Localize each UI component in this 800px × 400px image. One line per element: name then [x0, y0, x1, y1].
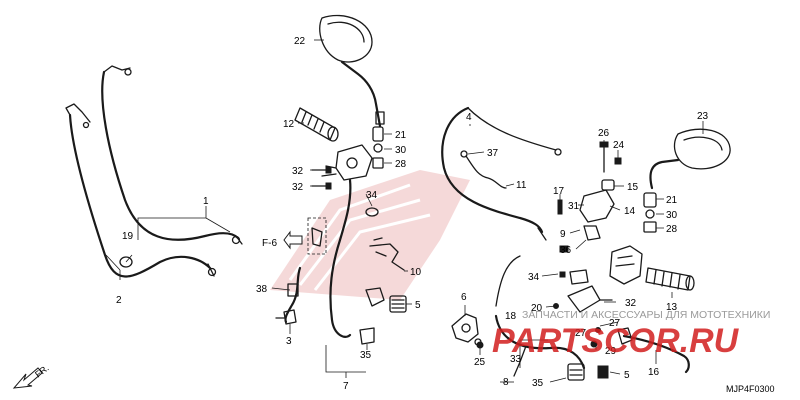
callout-28: 28	[395, 159, 407, 170]
callout-20: 20	[531, 303, 543, 314]
callout-21: 21	[395, 130, 407, 141]
wing-emblem-icon	[270, 170, 470, 300]
watermark-text: ЗАПЧАСТИ И АКСЕССУАРЫ ДЛЯ МОТОТЕХНИКИ	[522, 309, 770, 321]
left-switch-housing-icon	[321, 144, 373, 338]
right-grip-icon	[645, 267, 695, 291]
f6-component-icon	[283, 217, 327, 255]
diagram-code: MJP4F0300	[726, 384, 775, 394]
brake-lever-icon	[617, 327, 690, 374]
callout-6: 6	[461, 292, 467, 303]
callout-18: 18	[505, 311, 517, 322]
fastener-stack-right	[643, 192, 657, 233]
callout-28: 28	[666, 224, 678, 235]
callout-26: 26	[598, 128, 610, 139]
callout-16: 16	[648, 367, 660, 378]
page-ref: F-6	[262, 238, 277, 249]
callout-35: 35	[360, 350, 372, 361]
callout-labels: 22 12 21 30 28 32 32 34 F-6 10 38 3 5 35…	[116, 36, 709, 392]
watermark: ЗАПЧАСТИ И АКСЕССУАРЫ ДЛЯ МОТОТЕХНИКИ PA…	[492, 309, 770, 360]
callout-36: 36	[560, 245, 572, 256]
clutch-switch-icon	[275, 266, 302, 325]
callout-21: 21	[666, 195, 678, 206]
fastener-stack-left	[372, 126, 384, 169]
callout-5: 5	[415, 300, 421, 311]
callout-23: 23	[697, 111, 709, 122]
callout-1: 1	[203, 196, 209, 207]
right-switch-assembly-icon	[579, 179, 615, 241]
callout-7: 7	[343, 381, 349, 392]
callout-27: 27	[575, 328, 587, 339]
callout-33: 33	[510, 354, 522, 365]
ring-icon	[365, 207, 379, 217]
callout-32: 32	[625, 298, 637, 309]
mirror-left-icon	[319, 14, 385, 128]
callout-34: 34	[366, 190, 378, 201]
small-fastener-icons	[476, 199, 609, 379]
lever-holder-icon	[553, 269, 613, 333]
callout-8: 8	[503, 377, 509, 388]
callout-4: 4	[466, 112, 472, 123]
leader-lines	[105, 39, 704, 383]
callout-30: 30	[666, 210, 678, 221]
callout-29: 29	[605, 346, 617, 357]
wire-11	[460, 150, 507, 189]
callout-27: 27	[609, 318, 621, 329]
front-arrow-icon: FR.	[12, 363, 51, 389]
watermark-logo: PARTSCOR.RU	[492, 322, 740, 360]
callout-25: 25	[474, 357, 486, 368]
mirror-right-icon	[649, 128, 731, 190]
throttle-cable-2	[65, 103, 217, 278]
clutch-lever-bracket-icon	[451, 313, 482, 346]
callout-10: 10	[410, 267, 422, 278]
throttle-cable-1	[101, 65, 243, 245]
callout-32: 32	[292, 166, 304, 177]
callout-32: 32	[292, 182, 304, 193]
bolt-icon	[311, 166, 332, 190]
callout-19: 19	[122, 231, 134, 242]
callout-22: 22	[294, 36, 306, 47]
callout-12: 12	[283, 119, 295, 130]
callout-37: 37	[487, 148, 499, 159]
callout-24: 24	[613, 140, 625, 151]
callout-11: 11	[516, 180, 527, 191]
callout-9: 9	[560, 229, 566, 240]
callout-13: 13	[666, 302, 678, 313]
right-switch-housing-icon	[609, 245, 643, 285]
wire-harness-10	[369, 237, 405, 271]
callout-34: 34	[528, 272, 540, 283]
cable-clip-icon	[119, 256, 133, 268]
callout-3: 3	[286, 336, 292, 347]
callout-35: 35	[532, 378, 544, 389]
callout-14: 14	[624, 206, 636, 217]
callout-17: 17	[553, 186, 565, 197]
left-grip-icon	[294, 107, 339, 142]
callout-30: 30	[395, 145, 407, 156]
brake-switch-harness	[494, 255, 586, 381]
callout-5: 5	[624, 370, 630, 381]
callout-31: 31	[568, 201, 580, 212]
callout-15: 15	[627, 182, 639, 193]
clutch-cable-4	[441, 106, 562, 241]
callout-2: 2	[116, 295, 122, 306]
callout-38: 38	[256, 284, 268, 295]
